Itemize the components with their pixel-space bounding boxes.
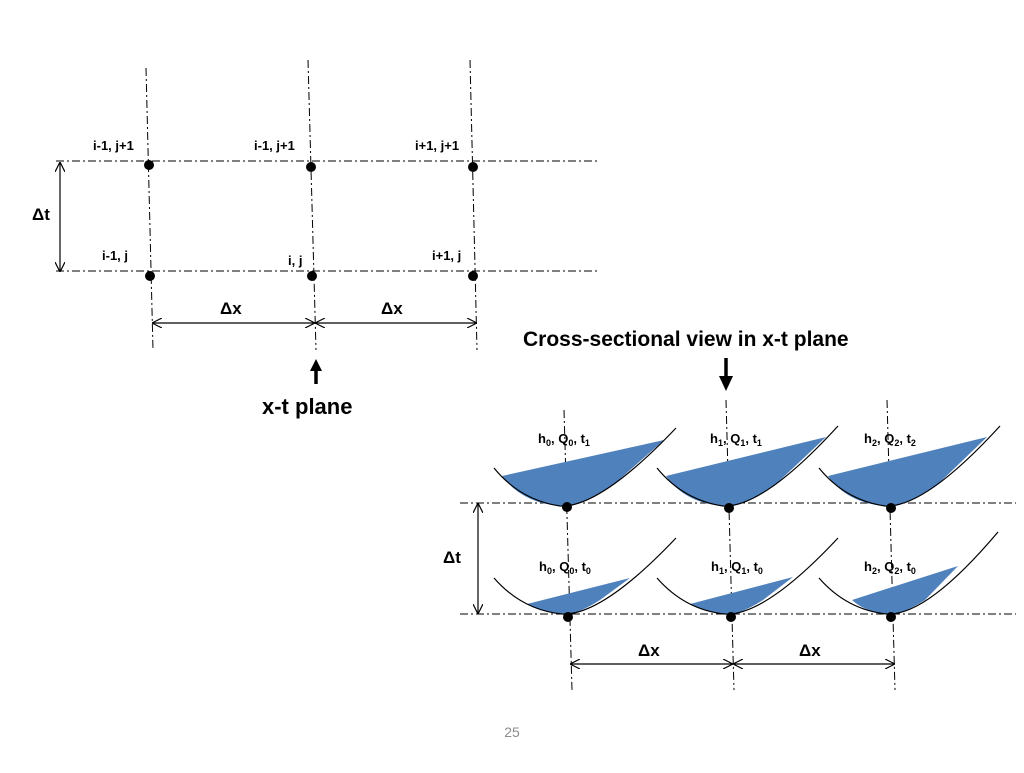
cs-node-top-0 [562,502,572,512]
plane-label: x-t plane [262,394,352,419]
channel-section-bottom-0 [493,537,677,615]
cs-delta-x-label-right: Δx [799,641,821,660]
grid-vertical-line-right [469,59,478,351]
delta-t-label: Δt [32,205,50,224]
cross-section-nodes [562,502,896,622]
delta-x-label-left: Δx [220,299,242,318]
grid-node-top-right [468,162,478,172]
node-label-top-right: i+1, j+1 [415,138,459,153]
cross-section-title: Cross-sectional view in x-t plane [523,328,849,351]
delta-x-label-right: Δx [381,299,403,318]
grid-vertical-line-mid [307,59,317,351]
state-label-top-1: h1, Q1, t1 [710,431,762,448]
grid-node-bot-mid [307,271,317,281]
up-arrow-icon [310,359,322,384]
grid-node-bot-right [468,271,478,281]
state-label-bottom-1: h1, Q1, t0 [711,559,763,576]
cs-vertical-line-left [563,409,573,691]
node-label-bot-mid: i, j [288,253,302,268]
cs-node-bot-1 [726,612,736,622]
cs-node-top-2 [886,503,896,513]
cs-delta-t-label: Δt [443,548,461,567]
state-label-bottom-0: h0, Q0, t0 [539,559,591,576]
state-label-top-0: h0, Q0, t1 [538,431,590,448]
cs-delta-x-label-left: Δx [638,641,660,660]
node-label-bot-right: i+1, j [432,248,461,263]
finite-difference-grid [56,59,598,351]
grid-vertical-line-left [145,67,154,351]
state-label-bottom-2: h2, Q2, t0 [864,559,916,576]
grid-node-bot-left [145,271,155,281]
cs-node-bot-0 [563,612,573,622]
node-label-top-left: i-1, j+1 [93,138,134,153]
cs-vertical-line-mid [725,399,735,691]
node-label-top-mid: i-1, j+1 [254,138,295,153]
page-number: 25 [504,724,520,740]
cs-node-bot-2 [886,612,896,622]
cs-node-top-1 [724,503,734,513]
grid-node-top-mid [306,162,316,172]
channel-section-bottom-1 [656,537,839,615]
down-arrow-icon [719,358,733,391]
grid-node-top-left [144,160,154,170]
node-label-bot-left: i-1, j [102,248,128,263]
cs-vertical-line-right [886,399,896,691]
grid-nodes [144,160,478,281]
state-label-top-2: h2, Q2, t2 [864,431,916,448]
